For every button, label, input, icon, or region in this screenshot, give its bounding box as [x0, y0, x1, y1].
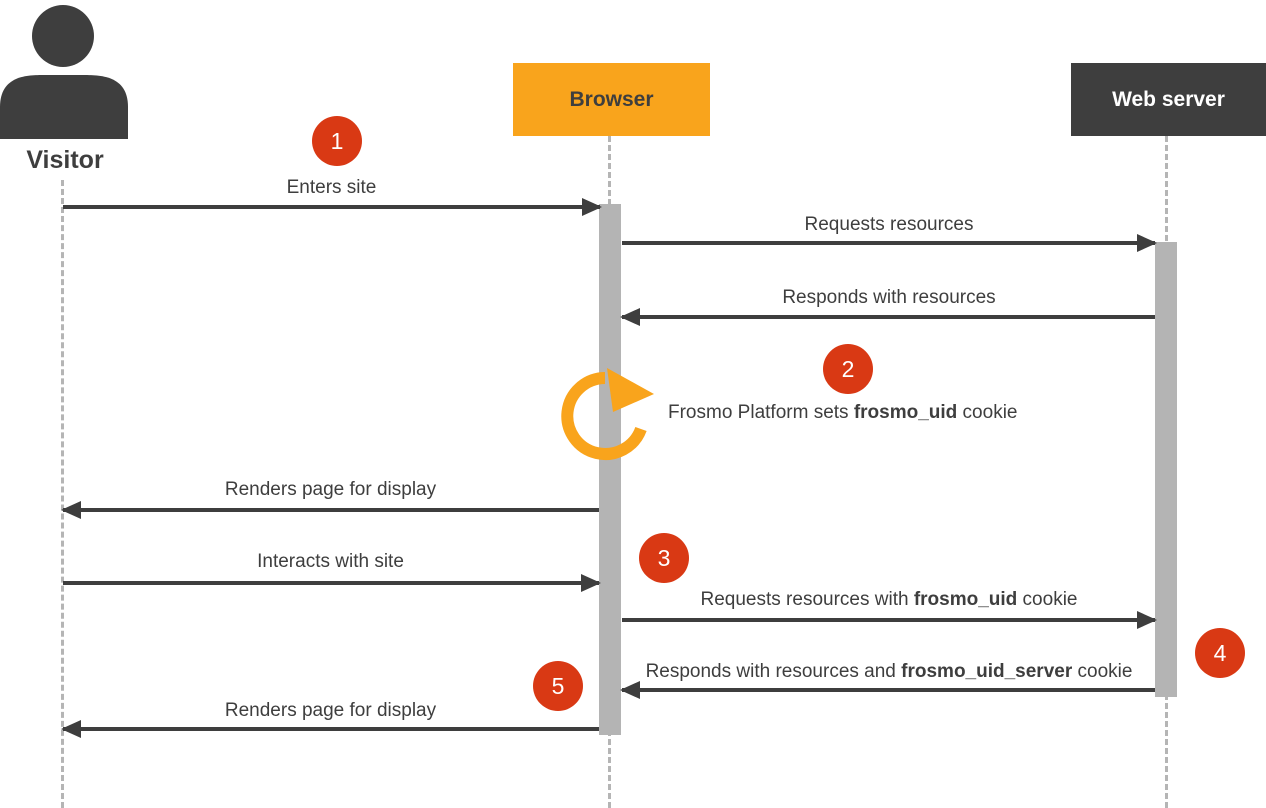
message-arrow: [63, 198, 602, 216]
message-label: Renders page for display: [224, 700, 437, 721]
message-arrow: [61, 720, 599, 738]
note-label: Frosmo Platform sets frosmo_uid cookie: [668, 402, 1018, 423]
message-label: Responds with resources and frosmo_uid_s…: [645, 661, 1133, 682]
message-arrow: [622, 234, 1157, 252]
message-label: Interacts with site: [257, 551, 404, 572]
message-arrow: [622, 611, 1157, 629]
message-arrow: [620, 308, 1155, 326]
participant-label-browser: Browser: [569, 87, 654, 111]
visitor-lifeline: [61, 180, 64, 808]
message-label: Responds with resources: [782, 287, 996, 308]
message-label: Enters site: [286, 177, 377, 198]
step-badge: 3: [639, 533, 689, 583]
participant-label-visitor: Visitor: [26, 146, 104, 174]
message-label: Requests resources: [804, 214, 974, 235]
message-arrow: [61, 501, 599, 519]
person-icon: [0, 5, 128, 139]
message-label: Requests resources with frosmo_uid cooki…: [700, 589, 1078, 610]
message-label: Renders page for display: [224, 479, 437, 500]
browser-activation-bar: [599, 204, 621, 735]
refresh-arrow-icon: [561, 368, 654, 460]
web-server-activation-bar: [1155, 242, 1177, 697]
step-badge: 2: [823, 344, 873, 394]
step-badge: 4: [1195, 628, 1245, 678]
participant-label-web-server: Web server: [1112, 87, 1225, 111]
step-badge: 5: [533, 661, 583, 711]
participant-box-web-server: Web server: [1071, 63, 1266, 136]
message-arrow: [63, 574, 601, 592]
step-badge: 1: [312, 116, 362, 166]
participant-box-browser: Browser: [513, 63, 710, 136]
message-arrow: [620, 681, 1155, 699]
